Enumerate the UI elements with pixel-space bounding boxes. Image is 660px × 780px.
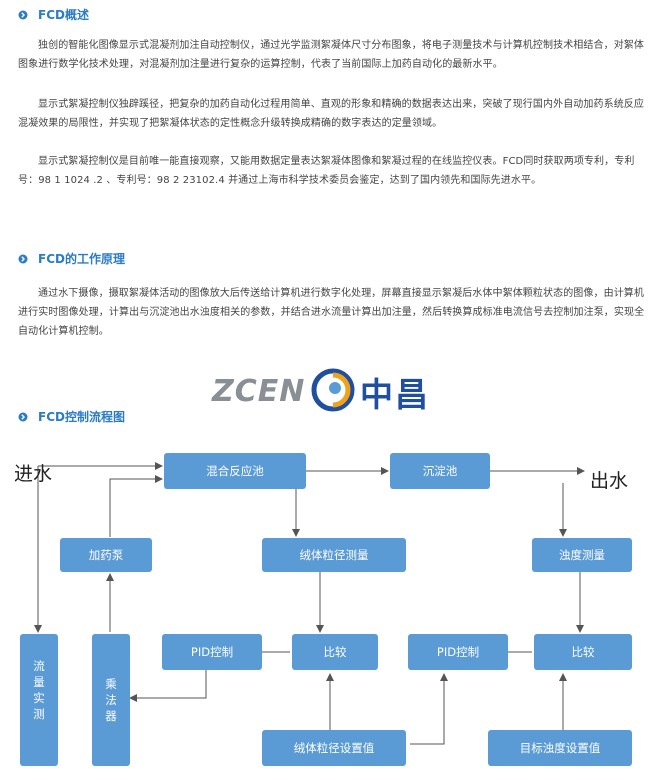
- chevron-bullet-icon: [18, 254, 28, 263]
- node-mixing-tank: 混合反应池: [164, 453, 306, 489]
- paragraph: 显示式絮凝控制仪独辟蹊径，把复杂的加药自动化过程用简单、直观的形象和精确的数据表…: [18, 99, 644, 129]
- node-label: 比较: [324, 645, 347, 659]
- company-logo: ZCEN 中昌: [212, 364, 452, 414]
- node-multiplier: 乘法器: [92, 634, 130, 766]
- node-floc-size-measurement: 绒体粒径测量: [262, 538, 406, 572]
- logo-latin-text: ZCEN: [212, 374, 306, 409]
- section-heading-principle: FCD的工作原理: [18, 250, 125, 267]
- section-title: FCD的工作原理: [38, 252, 125, 266]
- node-label: 绒体粒径设置值: [294, 741, 375, 755]
- section-heading-overview: FCD概述: [18, 6, 89, 23]
- node-pid-control-left: PID控制: [162, 634, 262, 670]
- node-floc-size-setpoint: 绒体粒径设置值: [262, 730, 406, 766]
- section-title: FCD概述: [38, 8, 89, 22]
- inlet-label: 进水: [14, 463, 52, 485]
- node-flow-measurement: 流量实测: [20, 634, 58, 766]
- node-turbidity-setpoint: 目标浊度设置值: [488, 730, 632, 766]
- arrow-floc-setpoint-to-pid-right: [410, 673, 448, 745]
- node-sedimentation-tank: 沉淀池: [390, 453, 490, 489]
- node-label: 比较: [572, 645, 595, 659]
- section-heading-flowchart: FCD控制流程图: [18, 408, 125, 425]
- node-compare-left: 比较: [292, 634, 378, 670]
- control-flowchart: 进水 出水 混合反应池 沉淀池 加药泵 绒体粒径测量 浊度测量 流量实测 乘法器…: [14, 453, 632, 766]
- node-label: 目标浊度设置值: [520, 741, 601, 755]
- arrow-pump-to-mixing: [109, 475, 163, 537]
- node-label: 混合反应池: [206, 464, 264, 478]
- node-compare-right: 比较: [534, 634, 632, 670]
- node-label: PID控制: [191, 645, 233, 659]
- node-dosing-pump: 加药泵: [60, 538, 152, 572]
- node-label: 绒体粒径测量: [300, 548, 369, 562]
- logo-mark-icon: [311, 368, 355, 412]
- node-label: 乘法器: [105, 677, 117, 723]
- node-pid-control-right: PID控制: [408, 634, 508, 670]
- paragraph: 独创的智能化图像显示式混凝剂加注自动控制仪，通过光学监测絮凝体尺寸分布图象，将电…: [18, 40, 644, 70]
- node-label: 加药泵: [89, 548, 124, 562]
- outlet-label: 出水: [590, 470, 628, 492]
- node-label: PID控制: [437, 645, 479, 659]
- arrow-pid-left-to-multiplier: [129, 670, 207, 702]
- section-title: FCD控制流程图: [38, 410, 125, 424]
- chevron-bullet-icon: [18, 10, 28, 19]
- paragraph: 通过水下摄像，摄取絮凝体活动的图像放大后传送给计算机进行数字化处理，屏幕直接显示…: [18, 288, 645, 337]
- node-label: 浊度测量: [559, 548, 605, 562]
- node-label: 流量实测: [33, 659, 45, 721]
- node-turbidity-measurement: 浊度测量: [532, 538, 632, 572]
- logo-chinese-text: 中昌: [360, 375, 430, 414]
- paragraph: 显示式絮凝控制仪是目前唯一能直接观察，又能用数据定量表达絮凝体图像和絮凝过程的在…: [18, 156, 635, 186]
- node-label: 沉淀池: [423, 464, 458, 478]
- chevron-bullet-icon: [18, 412, 28, 421]
